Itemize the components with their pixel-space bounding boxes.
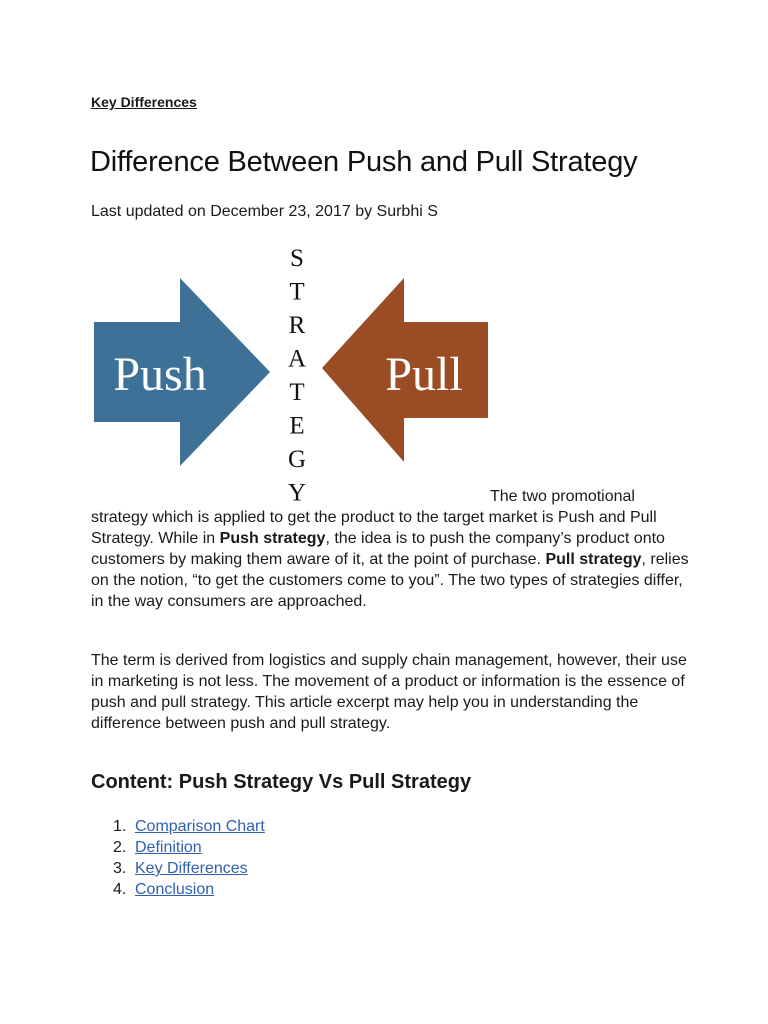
strategy-letter: E <box>289 413 304 440</box>
toc-number: 3. <box>113 860 127 877</box>
toc-number: 2. <box>113 839 127 856</box>
table-of-contents: 1. Comparison Chart 2. Definition 3. Key Di… <box>91 816 265 900</box>
strategy-letter: T <box>289 379 304 406</box>
paragraph-2: The term is derived from logistics and s… <box>91 652 687 732</box>
toc-number: 1. <box>113 818 127 835</box>
pull-label: Pull <box>385 348 462 401</box>
article-meta: Last updated on December 23, 2017 by Sur… <box>91 203 438 220</box>
push-arrow-shape <box>94 278 270 466</box>
toc-number: 4. <box>113 881 127 898</box>
paragraph-1-text-a: strategy which is applied to get the pro… <box>91 509 657 547</box>
strategy-letter: A <box>288 346 306 373</box>
strategy-letter: G <box>288 446 306 473</box>
paragraph-1-text-c: , relies on the notion, “to get the cust… <box>91 551 689 610</box>
toc-item: 1. Comparison Chart <box>91 816 265 837</box>
pull-arrow-shape <box>322 278 488 462</box>
strategy-letter: Y <box>288 480 306 505</box>
toc-item: 4. Conclusion <box>91 879 265 900</box>
toc-link-definition[interactable]: Definition <box>135 839 202 856</box>
paragraph-1-text-b: , the idea is to push the company’s prod… <box>91 530 665 568</box>
page-title: Difference Between Push and Pull Strateg… <box>90 146 638 178</box>
paragraph-1-lead: The two promotional <box>490 488 635 505</box>
pull-strategy-term: Pull strategy <box>545 551 642 568</box>
strategy-letter: R <box>289 312 306 339</box>
push-strategy-term: Push strategy <box>219 530 326 547</box>
strategy-letter: S <box>290 245 304 272</box>
breadcrumb-link[interactable]: Key Differences <box>91 94 197 110</box>
toc-link-key-differences[interactable]: Key Differences <box>135 860 248 877</box>
paragraph-1: strategy which is applied to get the pro… <box>91 507 691 612</box>
toc-link-conclusion[interactable]: Conclusion <box>135 881 215 898</box>
toc-item: 2. Definition <box>91 837 265 858</box>
push-label: Push <box>113 348 206 401</box>
toc-item: 3. Key Differences <box>91 858 265 879</box>
content-heading: Content: Push Strategy Vs Pull Strategy <box>91 771 472 793</box>
toc-link-comparison-chart[interactable]: Comparison Chart <box>135 818 265 835</box>
strategy-letter: T <box>289 279 304 306</box>
